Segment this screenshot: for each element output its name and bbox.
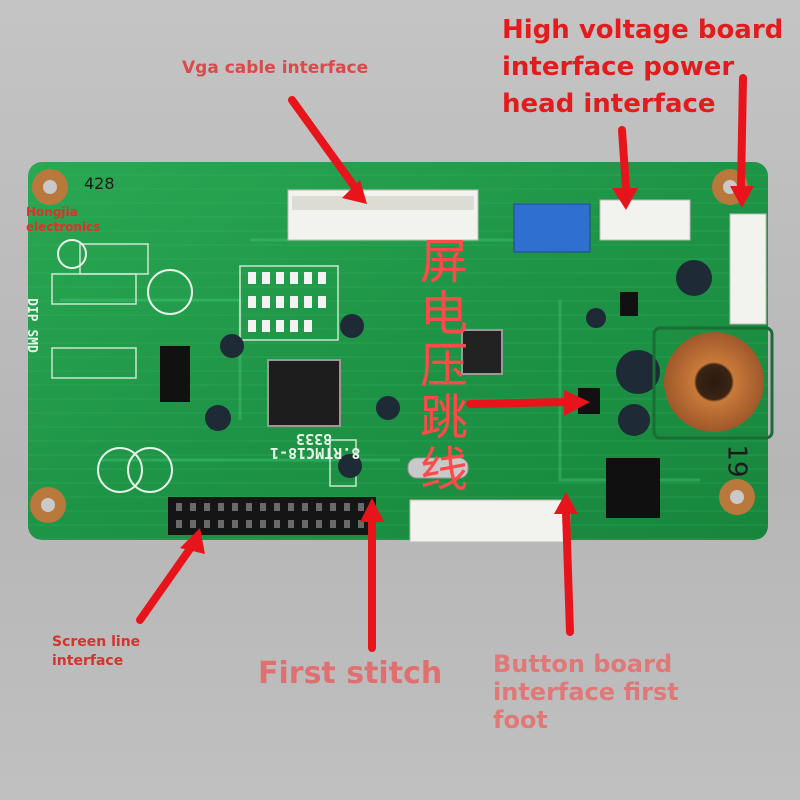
cn-char-5: 线 <box>419 442 468 498</box>
main-chip <box>267 359 341 427</box>
handwriting-top: 428 <box>84 174 115 193</box>
power-head-connector <box>729 213 767 325</box>
button-board-arrow <box>562 508 574 636</box>
blue-connector <box>513 203 591 253</box>
small-chip <box>461 329 503 375</box>
capacitors <box>57 239 712 493</box>
cn-char-2: 电 <box>419 286 468 342</box>
screen-line-arrow <box>136 542 196 624</box>
first-stitch-label: First stitch <box>258 656 443 691</box>
brand-label: Hongjia electronics <box>26 205 101 234</box>
jumper-arrow <box>466 398 570 408</box>
high-voltage-label: High voltage board interface power head … <box>502 15 784 119</box>
vga-cable-label: Vga cable interface <box>182 58 369 78</box>
cn-char-1: 屏 <box>419 234 468 290</box>
voltage-jumper <box>578 388 600 414</box>
vga-arrow <box>288 96 358 190</box>
board-number-silkscreen: 8333 <box>296 430 333 448</box>
button-board-label: Button board interface first foot <box>493 650 679 734</box>
vga-connector <box>287 189 479 241</box>
power-head-arrow <box>737 74 747 192</box>
mosfet <box>606 458 660 518</box>
regulator <box>160 346 190 402</box>
annotation-arrows <box>136 74 747 652</box>
screen-line-header <box>168 497 376 535</box>
silkscreen-grid <box>51 243 357 487</box>
inductor-coil <box>664 332 764 432</box>
smd-components <box>248 272 326 332</box>
dip-smd-silkscreen: DIP SMD <box>23 298 39 353</box>
handwriting-right: 19 <box>721 444 752 478</box>
button-board-connector <box>409 499 571 543</box>
high-voltage-connector <box>599 199 691 241</box>
cn-char-3: 压 <box>419 338 468 394</box>
screen-voltage-jumper-label: 屏 电 压 跳 线 <box>414 236 474 496</box>
hv-arrow <box>618 126 630 192</box>
cn-char-4: 跳 <box>419 390 468 446</box>
screen-line-label: Screen line interface <box>52 634 141 669</box>
